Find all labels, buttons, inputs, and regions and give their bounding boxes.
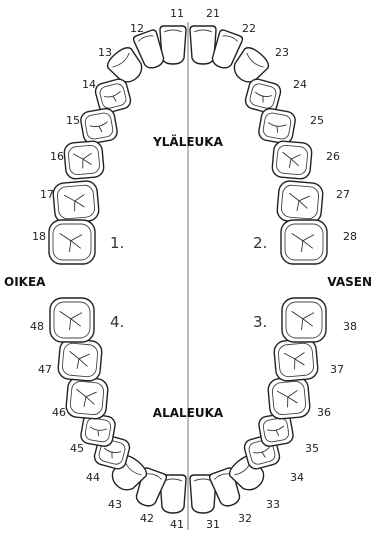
tooth-27 [276, 180, 324, 224]
quadrant-2-label: 2. [253, 234, 267, 252]
tooth-number-23: 23 [275, 46, 289, 59]
tooth-number-15: 15 [66, 114, 80, 127]
tooth-number-26: 26 [326, 150, 340, 163]
right-side-label: OIKEA [4, 275, 46, 289]
tooth-37 [273, 338, 319, 382]
tooth-number-46: 46 [52, 406, 66, 419]
tooth-number-28: 28 [343, 230, 357, 243]
tooth-47 [57, 338, 103, 382]
tooth-number-34: 34 [290, 471, 304, 484]
tooth-13 [106, 47, 143, 83]
tooth-number-14: 14 [82, 78, 96, 91]
tooth-number-47: 47 [38, 363, 52, 376]
tooth-22 [211, 29, 244, 69]
tooth-number-12: 12 [130, 22, 144, 35]
tooth-number-35: 35 [305, 442, 319, 455]
tooth-28 [280, 219, 328, 265]
tooth-number-37: 37 [330, 363, 344, 376]
tooth-number-36: 36 [317, 406, 331, 419]
lower-jaw-label: ALALEUKA [153, 406, 224, 420]
tooth-12 [132, 29, 165, 69]
teeth-group [48, 25, 328, 514]
tooth-24 [244, 78, 282, 114]
tooth-number-32: 32 [238, 512, 252, 525]
tooth-number-45: 45 [70, 442, 84, 455]
tooth-25 [258, 107, 296, 145]
tooth-number-27: 27 [336, 188, 350, 201]
tooth-number-48: 48 [30, 320, 44, 333]
tooth-38 [281, 297, 327, 343]
tooth-17 [52, 180, 100, 224]
tooth-number-42: 42 [140, 512, 154, 525]
tooth-number-25: 25 [310, 114, 324, 127]
tooth-number-24: 24 [293, 78, 307, 91]
tooth-number-44: 44 [86, 471, 100, 484]
tooth-number-13: 13 [98, 46, 112, 59]
tooth-number-17: 17 [40, 188, 54, 201]
quadrant-4-label: 4. [110, 313, 124, 331]
tooth-number-22: 22 [242, 22, 256, 35]
tooth-number-31: 31 [206, 518, 220, 531]
tooth-number-18: 18 [32, 230, 46, 243]
tooth-21 [189, 25, 217, 65]
tooth-number-41: 41 [170, 518, 184, 531]
quadrant-1-label: 1. [110, 234, 124, 252]
tooth-number-43: 43 [108, 498, 122, 511]
tooth-number-16: 16 [50, 150, 64, 163]
tooth-26 [271, 140, 313, 180]
tooth-36 [267, 376, 311, 420]
upper-jaw-label: YLÄLEUKA [152, 134, 224, 149]
tooth-numbers-group: 11 12 13 14 15 16 17 18 21 22 23 24 25 26 27 28 31 32 33 34… [30, 7, 357, 531]
tooth-46 [65, 376, 109, 420]
tooth-48 [49, 297, 95, 343]
tooth-31 [189, 474, 217, 514]
left-side-label: VASEN [327, 275, 372, 289]
tooth-15 [80, 107, 118, 145]
tooth-number-11: 11 [170, 7, 184, 20]
tooth-number-33: 33 [266, 498, 280, 511]
tooth-35 [258, 413, 294, 447]
tooth-number-38: 38 [343, 320, 357, 333]
tooth-number-21: 21 [206, 7, 220, 20]
tooth-16 [63, 140, 105, 180]
tooth-14 [94, 78, 132, 114]
quadrant-3-label: 3. [253, 313, 267, 331]
tooth-11 [159, 25, 187, 65]
tooth-18 [48, 219, 96, 265]
